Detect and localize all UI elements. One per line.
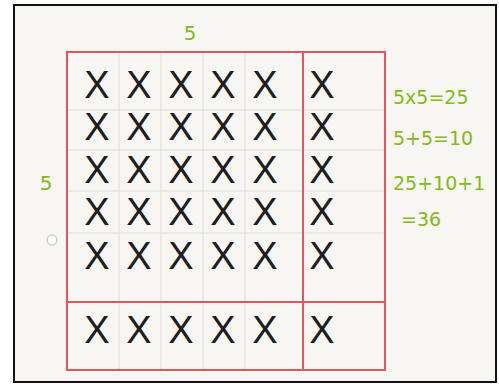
- cross-mark: X: [168, 108, 193, 146]
- calculation: 5x5=25: [393, 88, 469, 107]
- cross-mark: X: [168, 193, 193, 231]
- cross-mark: X: [309, 237, 334, 275]
- cross-mark: X: [126, 237, 151, 275]
- cross-mark: X: [309, 311, 334, 349]
- cross-mark: X: [84, 237, 109, 275]
- cross-mark: X: [210, 237, 235, 275]
- cross-mark: X: [168, 151, 193, 189]
- cross-mark: X: [84, 193, 109, 231]
- cross-mark: X: [210, 311, 235, 349]
- cross-mark: X: [309, 66, 334, 104]
- calculation: 5+5=10: [393, 129, 473, 148]
- cross-mark: X: [252, 66, 277, 104]
- red-outline: [67, 52, 385, 370]
- cross-mark: X: [126, 151, 151, 189]
- cross-mark: X: [309, 193, 334, 231]
- photo-frame: [14, 5, 496, 382]
- cross-mark: X: [210, 66, 235, 104]
- cross-mark: X: [84, 66, 109, 104]
- cross-mark: X: [252, 311, 277, 349]
- cross-mark: X: [84, 151, 109, 189]
- cross-mark: X: [309, 151, 334, 189]
- cross-mark: X: [252, 151, 277, 189]
- cross-mark: X: [126, 193, 151, 231]
- faint-grid: [67, 52, 385, 370]
- cross-mark: X: [168, 311, 193, 349]
- cross-mark: X: [126, 108, 151, 146]
- calculation: 25+10+1: [393, 174, 485, 193]
- calculation: =36: [401, 210, 441, 229]
- cross-mark: X: [168, 237, 193, 275]
- cross-mark: X: [126, 311, 151, 349]
- cross-mark: X: [210, 193, 235, 231]
- punch-hole: [47, 235, 57, 245]
- cross-mark: X: [210, 108, 235, 146]
- cross-mark: X: [168, 66, 193, 104]
- cross-mark: X: [210, 151, 235, 189]
- cross-mark: X: [84, 311, 109, 349]
- cross-mark: X: [252, 193, 277, 231]
- side-length: 5: [40, 173, 53, 193]
- cross-mark: X: [252, 237, 277, 275]
- cross-mark: X: [309, 108, 334, 146]
- cross-mark: X: [252, 108, 277, 146]
- side-length: 5: [184, 23, 197, 43]
- cross-mark: X: [126, 66, 151, 104]
- cross-mark: X: [84, 108, 109, 146]
